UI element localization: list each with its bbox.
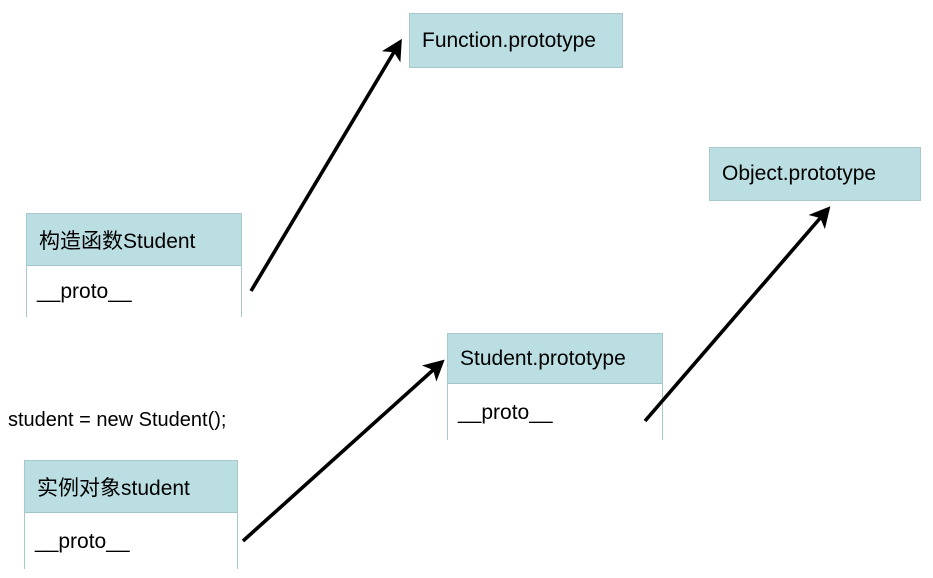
node-object-prototype[interactable]: Object.prototype (709, 147, 921, 201)
node-instance-student-proto-label: __proto__ (35, 529, 130, 553)
node-constructor-student-title: 构造函数Student (39, 229, 196, 253)
arrow-constructor-to-function-prototype (249, 38, 402, 292)
arrow-student-prototype-to-object-prototype (643, 206, 831, 423)
node-student-prototype-title: Student.prototype (460, 346, 626, 370)
node-instance-student-header: 实例对象student (25, 461, 237, 513)
caption-new-student: student = new Student(); (8, 409, 226, 432)
node-student-prototype-proto-label: __proto__ (458, 400, 553, 424)
node-instance-student-proto-row: __proto__ (25, 513, 237, 570)
node-student-prototype-header: Student.prototype (448, 334, 662, 384)
node-function-prototype[interactable]: Function.prototype (409, 13, 623, 68)
node-function-prototype-label: Function.prototype (422, 28, 596, 52)
node-constructor-student-proto-label: __proto__ (37, 280, 132, 303)
node-constructor-student-proto-row: __proto__ (27, 266, 241, 318)
node-instance-student[interactable]: 实例对象student __proto__ (24, 460, 238, 570)
node-constructor-student-header: 构造函数Student (27, 214, 241, 266)
node-constructor-student[interactable]: 构造函数Student __proto__ (26, 213, 242, 318)
node-student-prototype[interactable]: Student.prototype __proto__ (447, 333, 663, 441)
arrow-group (241, 38, 831, 543)
caption-new-student-text: student = new Student(); (8, 409, 227, 431)
node-instance-student-title: 实例对象student (37, 476, 190, 500)
node-object-prototype-label: Object.prototype (722, 162, 877, 185)
arrow-instance-to-student-prototype (241, 359, 445, 543)
node-student-prototype-proto-row: __proto__ (448, 384, 662, 441)
